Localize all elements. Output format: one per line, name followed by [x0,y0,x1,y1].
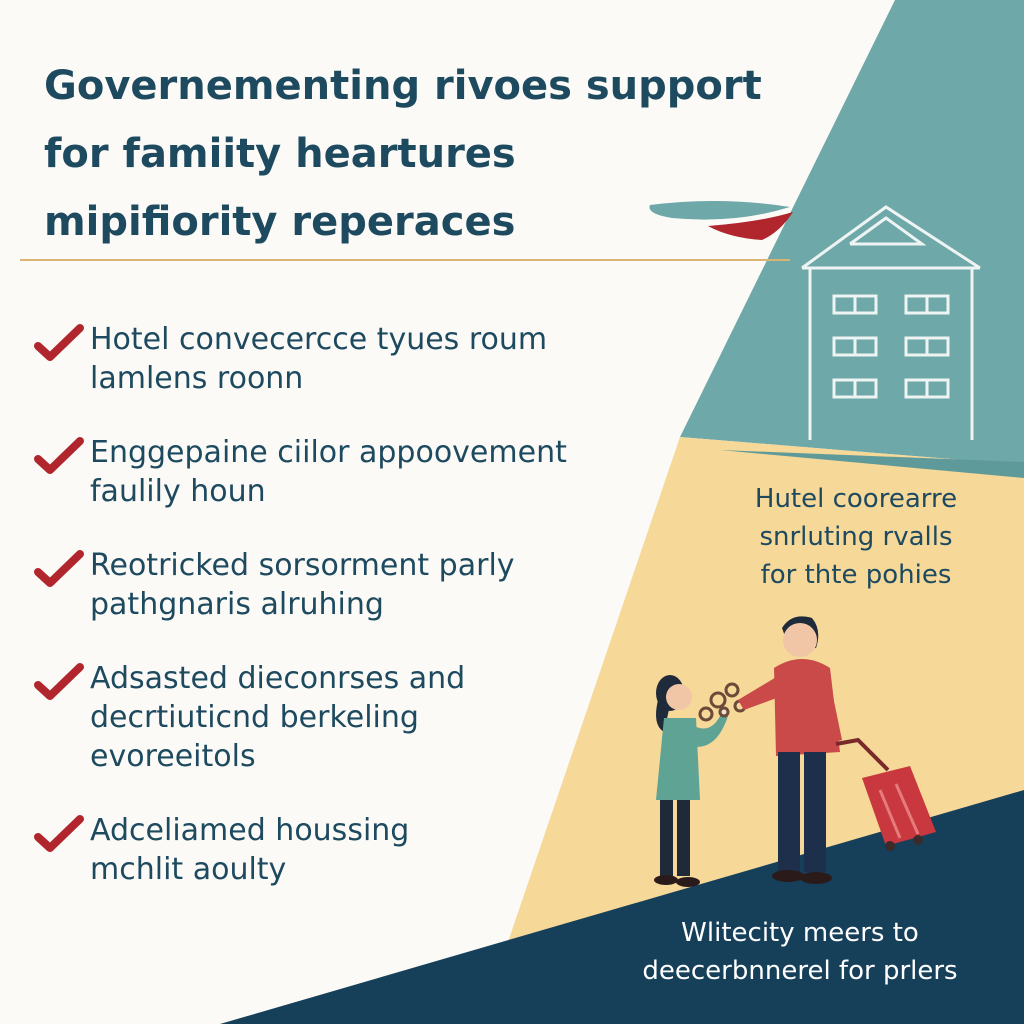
benefit-text: faulily houn [90,474,266,509]
hotel-note-line: Hutel coorearre [754,484,958,514]
hotel-note-line: snrluting rvalls [759,522,953,552]
title-line: mipifiority reperaces [44,199,516,245]
bottom-note-line: deecerbnnerel for prlers [642,956,958,986]
title-line: Governementing rivoes support [44,63,762,109]
check-icon [34,815,84,852]
check-icon [34,550,84,587]
plane-icon [649,200,793,240]
bottom-note-line: Wlitecity meers to [681,918,919,948]
benefit-item: Reotricked sorsorment parly pathgnaris a… [34,546,674,624]
child-figure [654,675,728,887]
benefit-text: lamlens roonn [90,361,304,396]
benefit-text: evoreeitols [90,739,256,774]
check-icon [34,437,84,474]
benefit-item: Adceliamed houssing mchlit aoulty [34,811,674,889]
hotel-note-line: for thte pohies [760,560,952,590]
benefit-list: Hotel convecercce tyues roum lamlens roo… [34,320,674,889]
benefit-text: Reotricked sorsorment parly [90,548,515,583]
benefit-text: Hotel convecercce tyues roum [90,322,548,357]
benefit-item: Hotel convecercce tyues roum lamlens roo… [34,320,674,398]
title-line: for famiity heartures [44,131,516,177]
benefit-text: Adceliamed houssing [90,813,410,848]
benefit-item: Enggepaine ciilor appoovement faulily ho… [34,433,674,511]
benefit-item: Adsasted dieconrses and decrtiuticnd ber… [34,659,674,776]
bottom-note: Wlitecity meers to deecerbnnerel for prl… [580,914,1020,990]
hotel-building-icon [801,205,981,440]
sand-panel [480,437,1024,1024]
benefit-text: decrtiuticnd berkeling [90,700,419,735]
benefit-text: Enggepaine ciilor appoovement [90,435,567,470]
check-icon [34,324,84,361]
page-title: Governementing rivoes support for famiit… [44,52,824,256]
adult-figure [738,616,842,884]
benefit-text: Adsasted dieconrses and [90,661,466,696]
suitcase-icon [835,737,936,851]
teal-stripe [720,450,1024,478]
benefit-text: mchlit aoulty [90,852,287,887]
title-divider [20,259,790,261]
hotel-note: Hutel coorearre snrluting rvalls for tht… [706,480,1006,594]
benefit-text: pathgnaris alruhing [90,587,384,622]
check-icon [34,663,84,700]
